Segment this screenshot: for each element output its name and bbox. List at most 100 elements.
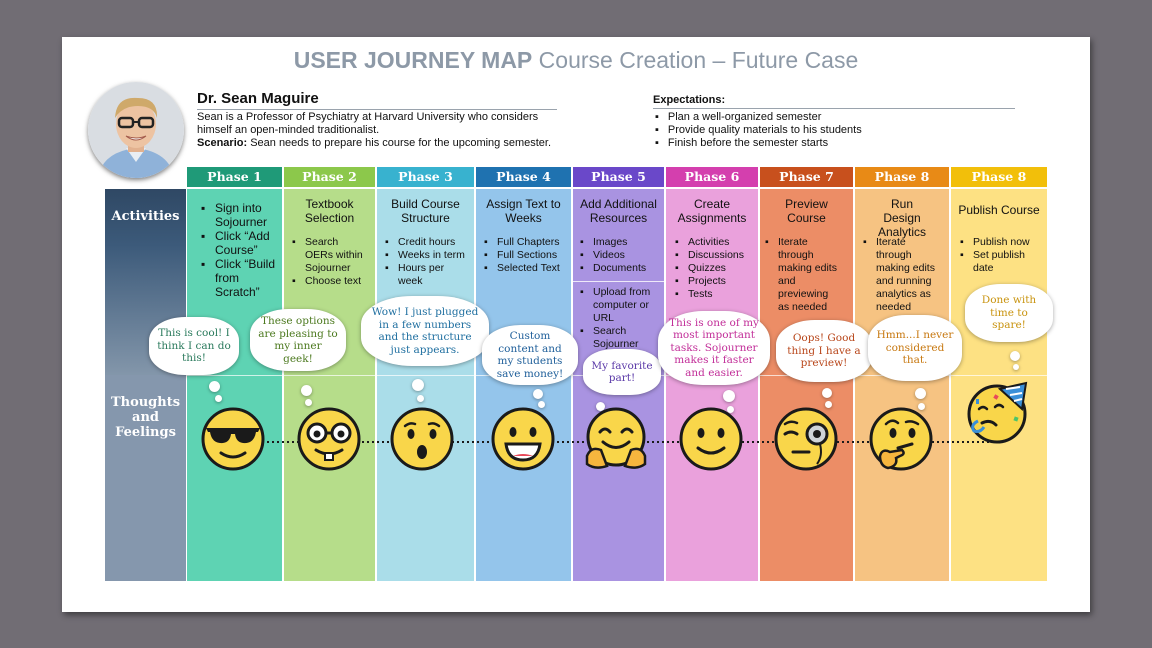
feelings-label: Feelings (105, 425, 186, 440)
party-emoji-icon (964, 379, 1030, 445)
scenario-text: Sean needs to prepare his course for the… (247, 137, 551, 149)
scenario-label: Scenario: (197, 137, 247, 149)
row-separator (377, 375, 474, 376)
phase-header: Phase 2 (284, 167, 375, 187)
phase-activities: Iterate through making edits and running… (863, 236, 942, 314)
expectations-list: Plan a well-organized semester Provide q… (653, 111, 862, 150)
row-separator (187, 375, 282, 376)
thought-text: Custom content and my students save mone… (490, 330, 570, 380)
thought-text: This is cool! I think I can do this! (157, 327, 231, 365)
persona-description-2: himself an open-minded traditionalist. (197, 124, 379, 137)
thought-bubble-8: Hmm...I never considered that. (868, 315, 962, 381)
phase-column-9: Phase 8 Publish Course Publish now Set p… (951, 167, 1047, 581)
phase-activities: Iterate through making edits and preview… (765, 236, 840, 314)
thoughts-label: Thoughts (105, 395, 186, 410)
thought-dot (412, 379, 424, 391)
phase-header: Phase 7 (760, 167, 853, 187)
title-rest: Course Creation – Future Case (539, 47, 859, 73)
activity-item: Search OERs within Sojourner (292, 236, 369, 275)
thought-dot (1013, 364, 1019, 370)
thought-dot (915, 388, 926, 399)
phase-column-2: Phase 2 Textbook Selection Search OERs w… (284, 167, 375, 581)
phase-column-3: Phase 3 Build Course Structure Credit ho… (377, 167, 474, 581)
phase-header: Phase 6 (666, 167, 758, 187)
expectation-item: Finish before the semester starts (653, 137, 862, 150)
expectation-item: Provide quality materials to his student… (653, 124, 862, 137)
activity-item: Click “Add Course” (201, 229, 282, 257)
expectations-divider (653, 108, 1015, 109)
phase-activities: Publish now Set publish date (960, 236, 1037, 275)
activity-item: Set publish date (960, 249, 1037, 275)
phase-body: Run Design Analytics Iterate through mak… (855, 189, 949, 581)
phase-activities: Full Chapters Full Sections Selected Tex… (484, 236, 560, 275)
hugging-emoji-icon (583, 406, 649, 472)
thought-bubble-6: This is one of my most important tasks. … (658, 311, 770, 385)
activity-item: Documents (580, 262, 646, 275)
phase-title: Build Course Structure (377, 197, 474, 225)
phase-header: Phase 4 (476, 167, 571, 187)
phase-header: Phase 8 (951, 167, 1047, 187)
row-headers: Activities Thoughts and Feelings (105, 189, 186, 581)
thought-dot (305, 399, 312, 406)
phase-activities: Search OERs within Sojourner Choose text (292, 236, 369, 288)
persona-description-1: Sean is a Professor of Psychiatry at Har… (197, 111, 538, 124)
surprised-emoji-icon (389, 406, 455, 472)
sunglasses-emoji-icon (200, 406, 266, 472)
phase-body: Build Course Structure Credit hours Week… (377, 189, 474, 581)
activity-item: Choose text (292, 275, 369, 288)
thought-dot (417, 395, 424, 402)
activity-item: Search Sojourner (580, 325, 649, 351)
thought-dot (301, 385, 312, 396)
thought-text: These options are pleasing to my inner g… (258, 315, 338, 365)
activity-item: Iterate through making edits and running… (863, 236, 942, 314)
activity-item: Upload from computer or URL (580, 286, 659, 325)
phase-body: Create Assignments Activities Discussion… (666, 189, 758, 581)
persona-scenario: Scenario: Sean needs to prepare his cour… (197, 137, 551, 150)
activity-item: Videos (580, 249, 646, 262)
grinning-emoji-icon (490, 406, 556, 472)
activity-item: Projects (675, 275, 744, 288)
activity-item: Hours per week (385, 262, 458, 288)
activity-item: Activities (675, 236, 744, 249)
phase-title: Add Additional Resources (573, 197, 664, 225)
row-separator (951, 375, 1047, 376)
page-title: USER JOURNEY MAP Course Creation – Futur… (62, 47, 1090, 74)
activity-item: Iterate through making edits and preview… (765, 236, 840, 314)
thought-bubble-2: These options are pleasing to my inner g… (250, 309, 346, 371)
activity-item: Sign into Sojourner (201, 201, 282, 229)
thought-bubble-9: Done with time to spare! (965, 284, 1053, 342)
thought-bubble-5: My favorite part! (583, 349, 661, 395)
thought-text: Oops! Good thing I have a preview! (784, 332, 864, 370)
monocle-emoji-icon (773, 406, 839, 472)
phase-activities: Sign into Sojourner Click “Add Course” C… (201, 201, 282, 299)
phase-header: Phase 1 (187, 167, 282, 187)
smiling-emoji-icon (678, 406, 744, 472)
phase-title: Assign Text to Weeks (476, 197, 571, 225)
thinking-emoji-icon (868, 406, 934, 472)
phase-title: Textbook Selection (284, 197, 375, 225)
thought-bubble-3: Wow! I just plugged in a few numbers and… (361, 296, 489, 366)
persona-divider (197, 109, 557, 110)
thought-bubble-1: This is cool! I think I can do this! (149, 317, 239, 375)
thought-dot (1010, 351, 1020, 361)
row-separator (284, 375, 375, 376)
phase-body: Assign Text to Weeks Full Chapters Full … (476, 189, 571, 581)
thought-dot (723, 390, 735, 402)
phase-body: Preview Course Iterate through making ed… (760, 189, 853, 581)
thought-dot (215, 395, 222, 402)
thought-text: Hmm...I never considered that. (876, 329, 954, 367)
thought-bubble-7: Oops! Good thing I have a preview! (776, 320, 872, 382)
expectations-title: Expectations: (653, 94, 725, 106)
persona-avatar (88, 82, 184, 178)
phase-title: Publish Course (951, 203, 1047, 217)
activity-group-separator (573, 281, 664, 282)
thought-text: My favorite part! (591, 360, 653, 385)
phase-header: Phase 5 (573, 167, 664, 187)
activity-item: Discussions (675, 249, 744, 262)
phase-title: Create Assignments (666, 197, 758, 225)
phase-activities: Images Videos Documents (580, 236, 646, 275)
activity-item: Full Chapters (484, 236, 560, 249)
thought-text: This is one of my most important tasks. … (666, 317, 762, 380)
phase-title: Preview Course (760, 197, 853, 225)
expectation-item: Plan a well-organized semester (653, 111, 862, 124)
